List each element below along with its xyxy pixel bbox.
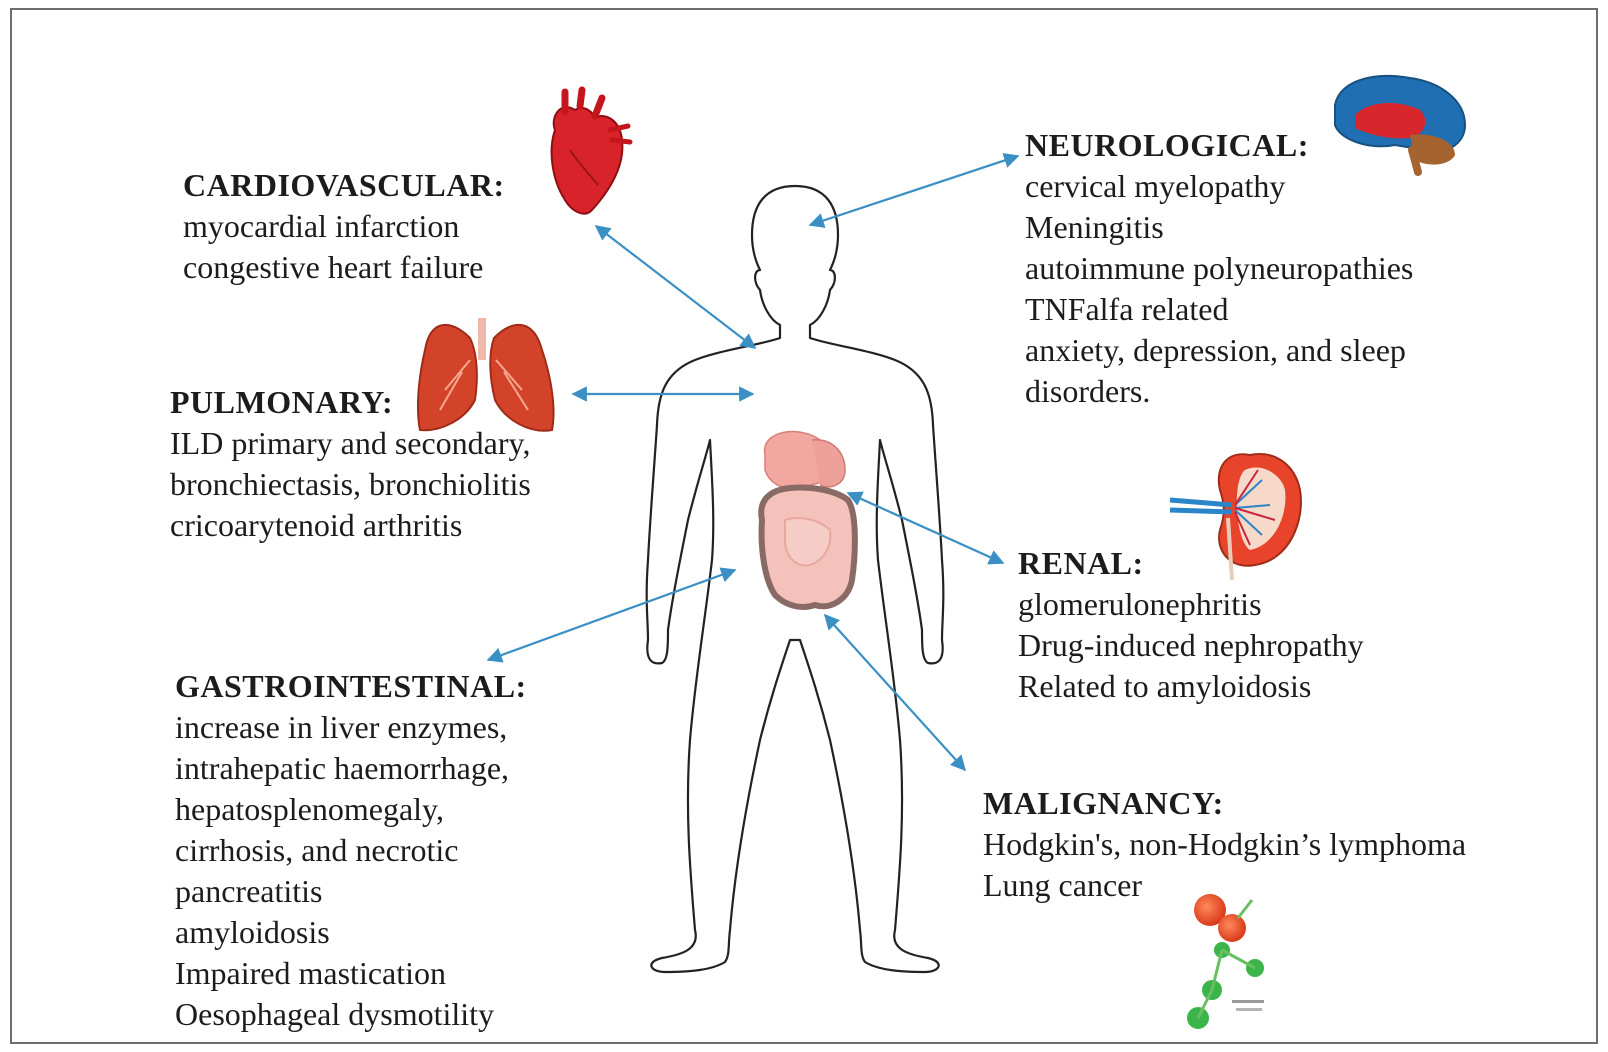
gastrointestinal-heading: GASTROINTESTINAL: [175, 666, 527, 707]
renal-item: Drug-induced nephropathy [1018, 625, 1364, 666]
cardiovascular-heading: CARDIOVASCULAR: [183, 165, 505, 206]
arrow-gastrointestinal [488, 570, 735, 660]
gastrointestinal-item: Oesophageal dysmotility [175, 994, 527, 1035]
cardiovascular-block: CARDIOVASCULAR: myocardial infarction co… [183, 165, 505, 288]
pulmonary-item: cricoarytenoid arthritis [170, 505, 531, 546]
heart-icon [552, 90, 630, 214]
neurological-heading: NEUROLOGICAL: [1025, 125, 1413, 166]
gastrointestinal-block: GASTROINTESTINAL: increase in liver enzy… [175, 666, 527, 1035]
malignancy-item: Lung cancer [983, 865, 1466, 906]
malignancy-item: Hodgkin's, non-Hodgkin’s lymphoma [983, 824, 1466, 865]
gastrointestinal-item: intrahepatic haemorrhage, [175, 748, 527, 789]
renal-block: RENAL: glomerulonephritis Drug-induced n… [1018, 543, 1364, 707]
cardiovascular-item: myocardial infarction [183, 206, 505, 247]
neurological-item: disorders. [1025, 371, 1413, 412]
pulmonary-heading: PULMONARY: [170, 382, 531, 423]
pulmonary-block: PULMONARY: ILD primary and secondary, br… [170, 382, 531, 546]
digestive-organs-icon [761, 432, 855, 607]
arrow-cardiovascular [596, 226, 755, 348]
malignancy-block: MALIGNANCY: Hodgkin's, non-Hodgkin’s lym… [983, 783, 1466, 906]
renal-item: Related to amyloidosis [1018, 666, 1364, 707]
neurological-item: Meningitis [1025, 207, 1413, 248]
neurological-block: NEUROLOGICAL: cervical myelopathy Mening… [1025, 125, 1413, 412]
neurological-item: anxiety, depression, and sleep [1025, 330, 1413, 371]
pulmonary-item: ILD primary and secondary, [170, 423, 531, 464]
arrow-neurological [810, 156, 1018, 225]
malignant-cell-icon [1187, 894, 1264, 1029]
gastrointestinal-item: pancreatitis [175, 871, 527, 912]
gastrointestinal-item: increase in liver enzymes, [175, 707, 527, 748]
gastrointestinal-item: cirrhosis, and necrotic [175, 830, 527, 871]
neurological-item: autoimmune polyneuropathies [1025, 248, 1413, 289]
cardiovascular-item: congestive heart failure [183, 247, 505, 288]
pulmonary-item: bronchiectasis, bronchiolitis [170, 464, 531, 505]
arrow-malignancy [825, 615, 965, 770]
neurological-item: TNFalfa related [1025, 289, 1413, 330]
gastrointestinal-item: amyloidosis [175, 912, 527, 953]
gastrointestinal-item: hepatosplenomegaly, [175, 789, 527, 830]
gastrointestinal-item: Impaired mastication [175, 953, 527, 994]
renal-item: glomerulonephritis [1018, 584, 1364, 625]
renal-heading: RENAL: [1018, 543, 1364, 584]
arrow-renal [848, 493, 1003, 563]
neurological-item: cervical myelopathy [1025, 166, 1413, 207]
malignancy-heading: MALIGNANCY: [983, 783, 1466, 824]
